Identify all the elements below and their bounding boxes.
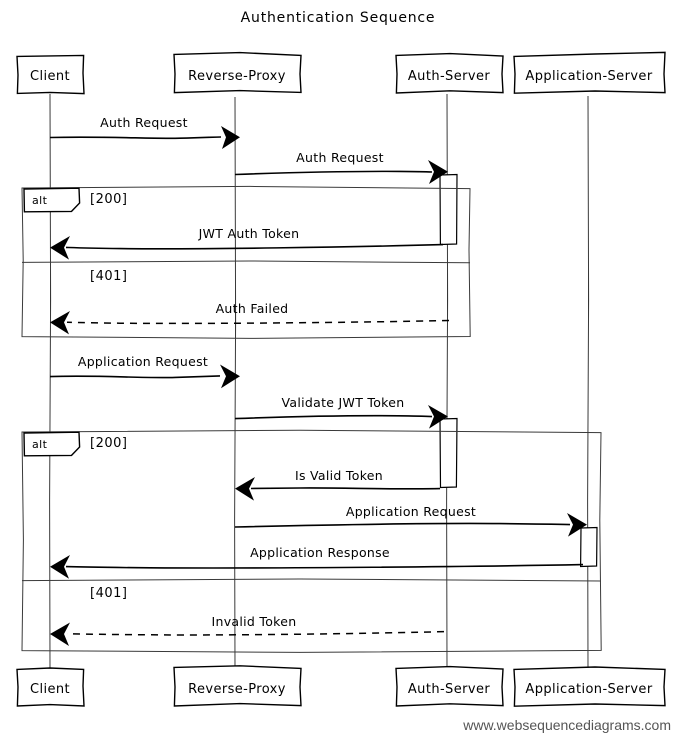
message-1-arrowhead — [428, 160, 448, 184]
fragment-alt-1-keyword: alt — [32, 194, 48, 207]
message-7-label: Application Request — [346, 504, 476, 519]
actor-boxes-top[interactable]: Client Reverse-Proxy Auth-Server Applica… — [16, 51, 666, 95]
actor-box-client-top[interactable] — [16, 54, 85, 95]
message-6-label: Is Valid Token — [295, 468, 383, 483]
lifelines — [49, 93, 590, 670]
message-8: Application Response — [50, 545, 584, 579]
actor-box-auth-server-bottom[interactable] — [395, 665, 504, 707]
message-5-arrowhead — [428, 405, 448, 429]
fragment-alt-1-divider — [21, 260, 471, 264]
message-5-label: Validate JWT Token — [282, 395, 405, 410]
message-4-arrowhead — [220, 364, 240, 389]
fragment-alt-1-keyword-box — [23, 187, 81, 213]
lifeline-reverse-proxy — [234, 96, 237, 670]
message-4-label: Application Request — [78, 354, 208, 369]
message-1: Auth Request — [234, 150, 448, 184]
actor-label-client-top: Client — [30, 69, 70, 84]
watermark-text: www.websequencediagrams.com — [462, 717, 671, 733]
lifeline-application-server — [587, 95, 590, 670]
message-4: Application Request — [49, 354, 240, 389]
actor-box-client-bottom[interactable] — [16, 667, 85, 707]
message-1-line — [234, 170, 433, 176]
message-3-line — [66, 319, 450, 325]
activation-auth-server-2 — [439, 417, 458, 489]
fragment-alt-2-keyword-box — [23, 431, 81, 457]
message-8-line — [65, 563, 584, 569]
fragment-alt-2-guard-1: [401] — [90, 586, 127, 601]
activation-bars — [439, 173, 598, 568]
fragment-alt-2-divider — [21, 578, 602, 582]
message-7-arrowhead — [567, 513, 587, 537]
activation-application-server-1 — [579, 526, 598, 568]
message-5-line — [234, 414, 433, 420]
message-3-arrowhead — [50, 311, 70, 335]
actor-box-application-server-bottom[interactable] — [513, 666, 666, 707]
message-6: Is Valid Token — [235, 468, 441, 501]
fragment-alt-2-outline — [21, 429, 602, 653]
actor-label-application-server-top: Application-Server — [525, 69, 652, 84]
message-0-label: Auth Request — [100, 115, 188, 130]
message-4-line — [49, 375, 221, 379]
actor-boxes-bottom[interactable]: Client Reverse-Proxy Auth-Server Applica… — [16, 665, 666, 707]
fragment-alt-1-guard-0: [200] — [90, 192, 127, 207]
actor-label-client-bottom: Client — [30, 682, 70, 697]
actor-box-application-server-top[interactable] — [513, 51, 666, 94]
lifeline-client — [49, 93, 52, 670]
fragment-alt-1: alt [200] [401] — [21, 185, 471, 339]
diagram-title: Authentication Sequence — [241, 10, 436, 26]
message-7-line — [234, 522, 571, 528]
message-5: Validate JWT Token — [234, 395, 448, 429]
fragment-alt-2: alt [200] [401] — [21, 429, 602, 653]
fragment-alt-1-outline — [21, 185, 471, 339]
message-6-line — [250, 487, 441, 490]
message-8-label: Application Response — [250, 545, 390, 560]
message-0: Auth Request — [49, 115, 240, 149]
fragment-alt-2-keyword: alt — [32, 438, 48, 451]
message-9-arrowhead — [50, 622, 70, 646]
fragment-alt-1-guard-1: [401] — [90, 269, 127, 284]
message-2: JWT Auth Token — [50, 226, 444, 260]
message-3: Auth Failed — [50, 301, 450, 335]
actor-box-auth-server-top[interactable] — [395, 52, 504, 94]
actor-label-application-server-bottom: Application-Server — [525, 682, 652, 697]
activation-auth-server-1 — [439, 173, 458, 246]
message-8-arrowhead — [50, 555, 70, 579]
fragment-alt-2-guard-0: [200] — [90, 436, 127, 451]
message-7: Application Request — [234, 504, 587, 537]
message-3-label: Auth Failed — [216, 301, 289, 316]
message-9-label: Invalid Token — [212, 614, 297, 629]
actor-label-auth-server-top: Auth-Server — [408, 69, 490, 84]
message-2-label: JWT Auth Token — [198, 226, 300, 241]
actor-label-auth-server-bottom: Auth-Server — [408, 682, 490, 697]
message-0-line — [49, 136, 222, 140]
message-6-arrowhead — [235, 477, 255, 501]
actor-label-reverse-proxy-top: Reverse-Proxy — [188, 69, 286, 84]
actor-label-reverse-proxy-bottom: Reverse-Proxy — [188, 682, 286, 697]
message-9-line — [66, 630, 445, 636]
actor-box-reverse-proxy-bottom[interactable] — [173, 665, 302, 707]
message-9: Invalid Token — [50, 614, 445, 646]
actor-box-reverse-proxy-top[interactable] — [173, 51, 302, 94]
message-1-label: Auth Request — [296, 150, 384, 165]
message-2-arrowhead — [50, 236, 70, 260]
message-0-arrowhead — [221, 126, 240, 149]
message-2-line — [65, 243, 444, 250]
